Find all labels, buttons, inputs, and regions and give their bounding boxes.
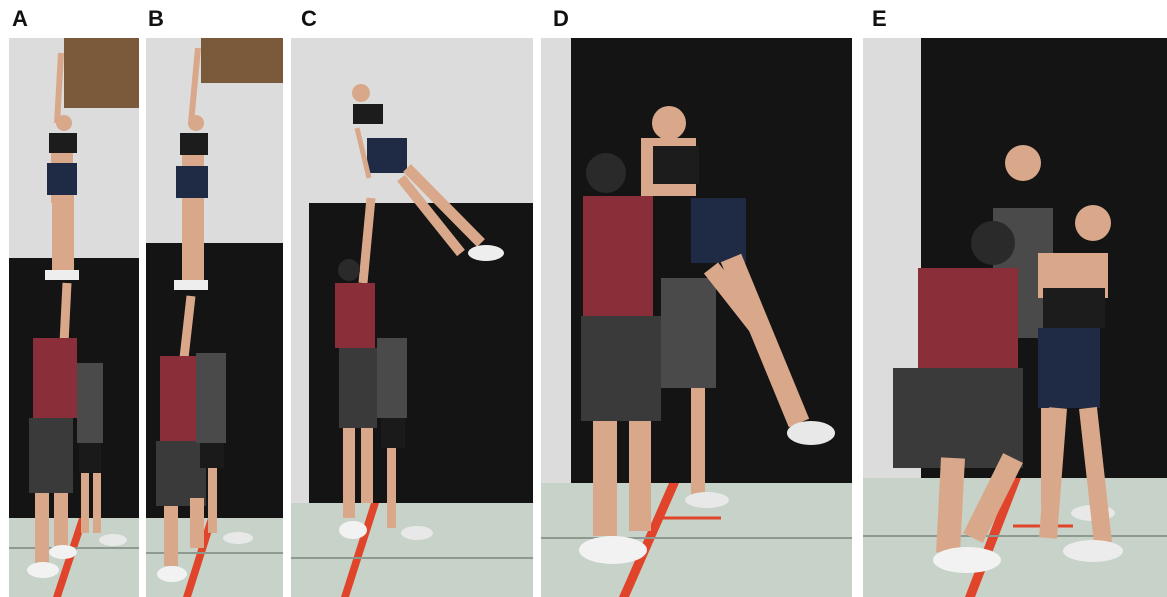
photo-c: [291, 38, 533, 597]
photo-d-graphic: [541, 38, 852, 597]
photo-c-graphic: [291, 38, 533, 597]
panel-label-e: E: [872, 6, 887, 31]
photo-a-graphic: [9, 38, 139, 597]
photo-a: [9, 38, 139, 597]
panel-label-a: A: [12, 6, 28, 31]
photo-b-graphic: [146, 38, 283, 597]
photo-e-graphic: [863, 38, 1167, 597]
photo-d: [541, 38, 852, 597]
photo-b: [146, 38, 283, 597]
panel-label-d: D: [553, 6, 569, 31]
panel-label-c: C: [301, 6, 317, 31]
photo-e: [863, 38, 1167, 597]
panel-label-b: B: [148, 6, 164, 31]
